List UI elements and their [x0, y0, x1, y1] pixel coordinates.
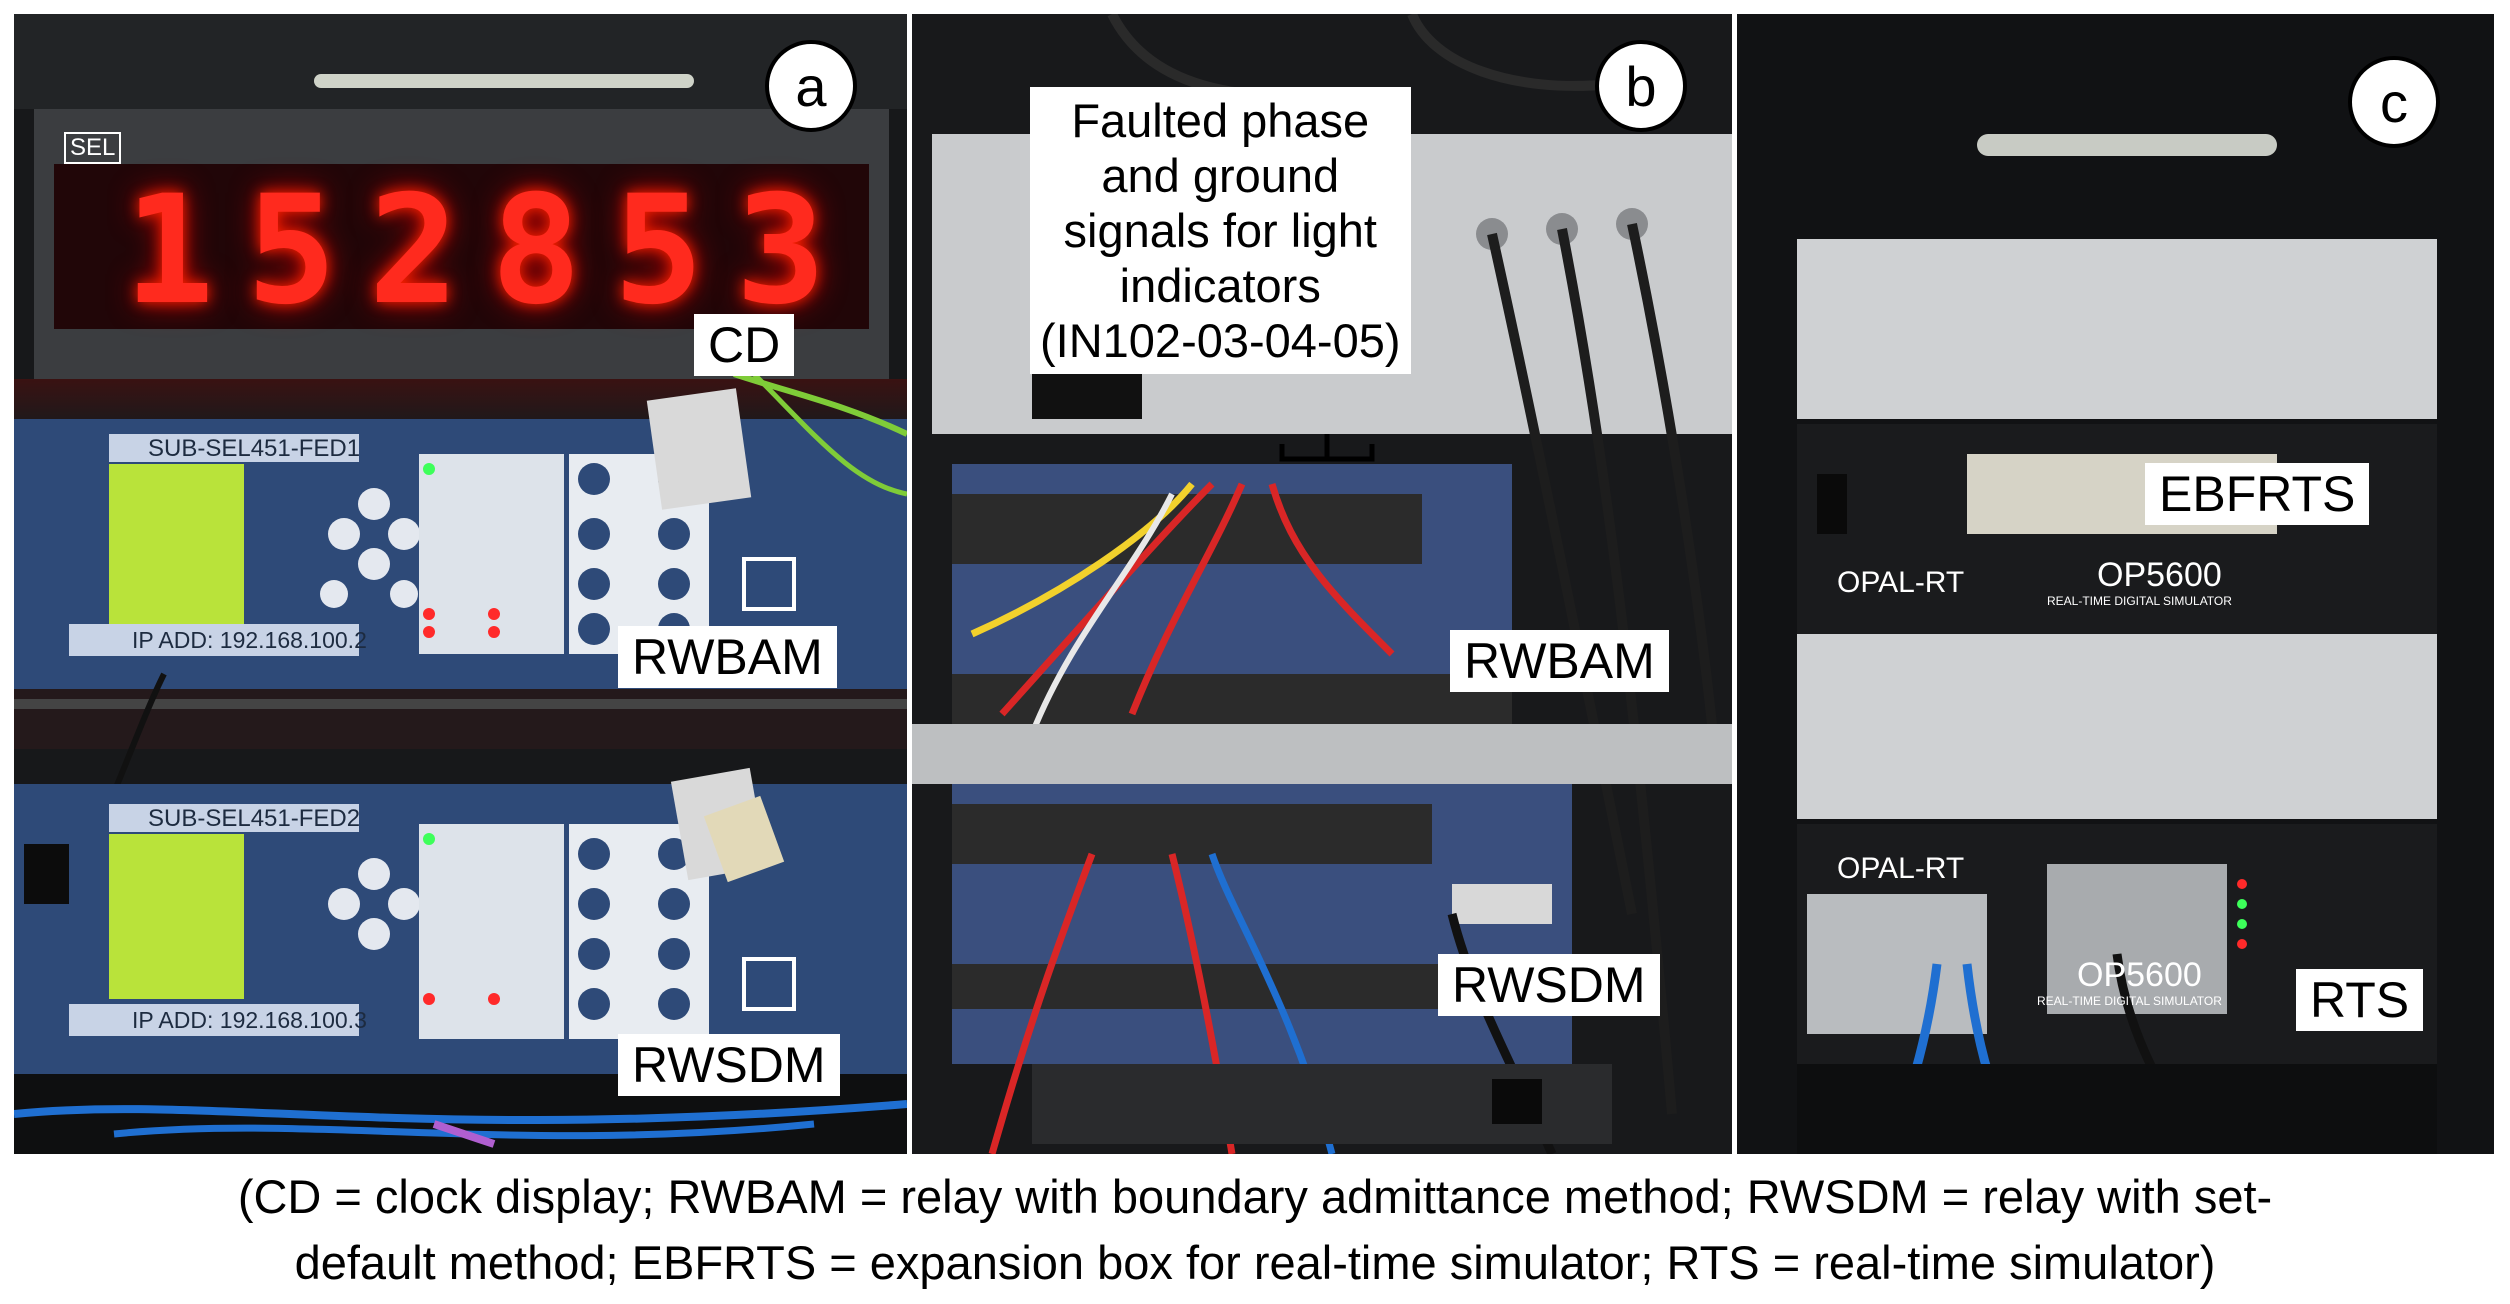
figure-caption: (CD = clock display; RWBAM = relay with …: [0, 1164, 2510, 1296]
panel-c-badge: c: [2348, 56, 2440, 148]
brand-bottom: OPAL-RT: [1837, 852, 1965, 885]
label-rwsdm-b: RWSDM: [1438, 954, 1660, 1016]
photo-panel-b: b Faulted phase and ground signals for l…: [912, 14, 1732, 1154]
panel-c-photo: [1737, 14, 2494, 1154]
callout-line: (IN102-03-04-05): [1040, 314, 1401, 367]
relay-top-ip: IP ADD: 192.168.100.2: [132, 627, 367, 653]
label-rwbam-a: RWBAM: [618, 626, 837, 688]
clock-display-screen: [54, 164, 869, 329]
label-ebfrts: EBFRTS: [2145, 463, 2370, 525]
simulator-patch-panel: [1797, 634, 2437, 819]
relay-top-name: SUB-SEL451-FED1: [148, 435, 361, 462]
clock-brand: SEL: [64, 132, 122, 164]
relay-top-lcd: [109, 464, 244, 624]
model-subtitle-top: REAL-TIME DIGITAL SIMULATOR: [2047, 594, 2232, 608]
callout-line: Faulted phase: [1071, 94, 1370, 147]
label-rts: RTS: [2296, 969, 2424, 1031]
label-rwbam-b: RWBAM: [1450, 630, 1669, 692]
photo-panel-a: SEL 152853 SUB-SEL451-FED1 IP ADD: 192.1…: [14, 14, 907, 1154]
signal-callout: Faulted phase and ground signals for lig…: [1030, 87, 1411, 374]
label-rwsdm-a: RWSDM: [618, 1034, 840, 1096]
label-cd: CD: [694, 314, 795, 376]
panel-b-badge: b: [1595, 40, 1687, 132]
caption-line: (CD = clock display; RWBAM = relay with …: [237, 1170, 2273, 1223]
model-bottom: OP5600: [2077, 956, 2202, 994]
photo-panel-c: c OPAL-RT OP5600 REAL-TIME DIGITAL SIMUL…: [1737, 14, 2494, 1154]
relay-bottom-name: SUB-SEL451-FED2: [148, 805, 361, 832]
expansion-box-patch-panel: [1797, 239, 2437, 419]
relay-bottom-ip: IP ADD: 192.168.100.3: [132, 1007, 367, 1033]
panel-a-badge: a: [765, 40, 857, 132]
callout-line: signals for light: [1063, 204, 1378, 257]
callout-line: indicators: [1119, 259, 1321, 312]
model-top: OP5600: [2097, 556, 2222, 594]
callout-line: and ground: [1101, 149, 1340, 202]
relay-bottom-lcd: [109, 834, 244, 999]
panel-a-photo: [14, 14, 907, 1154]
clock-digits: 152853: [124, 164, 858, 338]
caption-line: default method; EBFRTS = expansion box f…: [294, 1236, 2216, 1289]
brand-top: OPAL-RT: [1837, 566, 1965, 599]
model-subtitle-bottom: REAL-TIME DIGITAL SIMULATOR: [2037, 994, 2222, 1008]
